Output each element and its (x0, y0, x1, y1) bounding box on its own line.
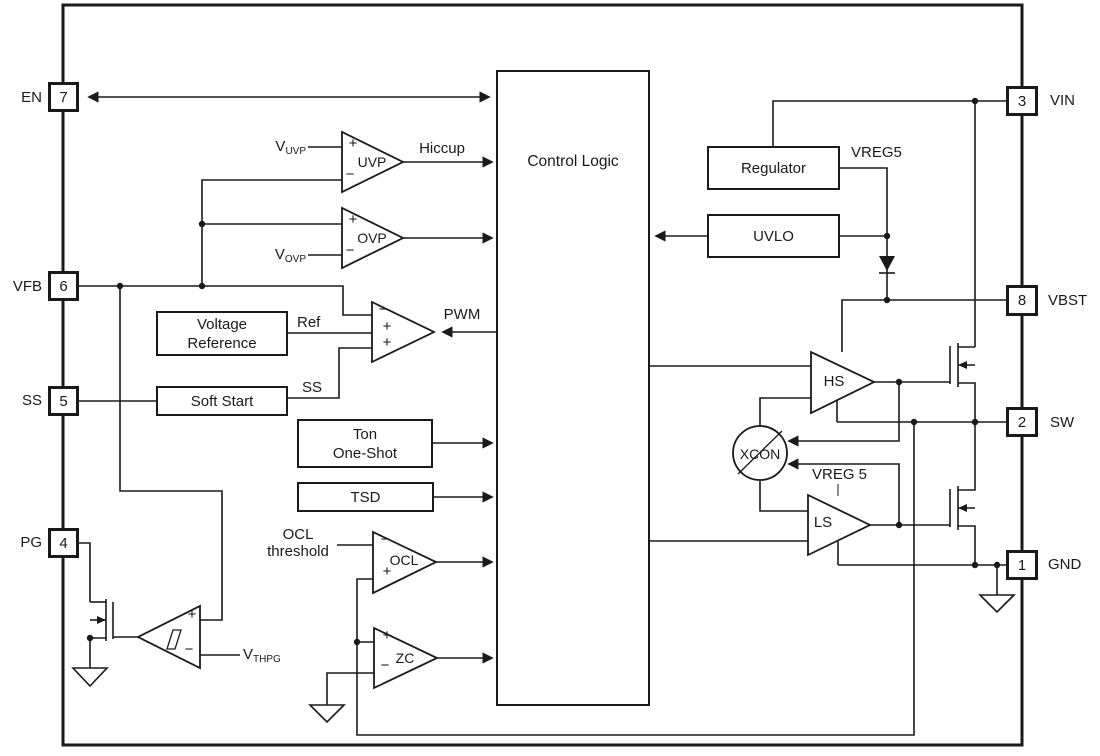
vfb-wires (79, 285, 372, 621)
ground-symbol-gnd (978, 594, 1016, 614)
ocl-threshold-line1: OCL (282, 526, 314, 543)
pin-number-vfb: 6 (59, 277, 68, 295)
hiccup-label: Hiccup (419, 140, 465, 157)
pin-number-sw: 2 (1017, 413, 1027, 431)
pin-box-vbst: 8 (1006, 285, 1038, 316)
uvp-minus-sign: − (345, 166, 355, 183)
ls-driver-shape (807, 493, 873, 557)
regulator-block: Regulator (707, 146, 840, 190)
vreg5-label: VREG5 (851, 144, 902, 161)
pin-label-en: EN (21, 89, 42, 106)
zc-label: ZC (395, 650, 415, 666)
pin-label-sw: SW (1050, 414, 1075, 431)
ocl-plus-sign: + (382, 563, 392, 580)
junction-dots (86, 97, 1001, 646)
voltage-reference-block: Voltage Reference (156, 311, 288, 356)
ocl-threshold-label: OCL threshold (253, 526, 343, 560)
soft-start-label: Soft Start (190, 392, 254, 410)
ss-signal-wire (288, 347, 372, 399)
vuvp-sub: UVP (285, 146, 306, 157)
pg-plus-sign: + (187, 606, 197, 623)
pin-number-ss: 5 (59, 392, 68, 410)
hs-driver-label: HS (823, 373, 845, 390)
voltage-reference-line2: Reference (187, 334, 257, 352)
pwm-comparator-shape (371, 300, 437, 364)
ocl-minus-sign: − (380, 531, 390, 548)
control-logic-label: Control Logic (527, 153, 619, 170)
xcon-label: XCON (739, 446, 781, 462)
xcon-slash (737, 430, 783, 475)
zc-plus-sign: + (382, 627, 392, 644)
pin-box-sw: 2 (1006, 407, 1038, 437)
voltage-reference-line1: Voltage (196, 315, 248, 333)
hs-mosfet (949, 343, 976, 422)
uvp-label: UVP (357, 154, 387, 170)
vthpg-label: VTHPG (243, 646, 281, 669)
ls-driver-label: LS (813, 514, 833, 531)
uvp-plus-sign: + (348, 135, 358, 152)
ovp-comparator-shape (341, 206, 406, 270)
pwm-plus-sign-2: + (382, 334, 392, 351)
pin-box-vin: 3 (1006, 86, 1038, 116)
pg-minus-sign: − (184, 641, 194, 658)
ocl-threshold-line2: threshold (267, 543, 329, 560)
pwm-label: PWM (443, 306, 481, 323)
ovp-minus-sign: − (345, 242, 355, 259)
ton-one-shot-line2: One-Shot (332, 444, 398, 462)
pin-label-vfb: VFB (12, 278, 42, 295)
pin-label-vin: VIN (1050, 92, 1076, 109)
tsd-label: TSD (350, 488, 381, 506)
pin-box-en: 7 (48, 82, 79, 112)
vreg5-ls-label: VREG 5 (812, 466, 868, 483)
ls-mosfet (949, 422, 976, 565)
uvp-ovp-wires (201, 146, 494, 286)
driver-wires (650, 365, 950, 565)
vovp-label: VOVP (246, 246, 306, 269)
ovp-plus-sign: + (348, 211, 358, 228)
control-logic-block: Control Logic (496, 70, 650, 706)
soft-start-block: Soft Start (156, 386, 288, 416)
ground-symbol-zc (308, 704, 346, 724)
pg-circuit (71, 542, 240, 688)
regulator-label: Regulator (740, 159, 807, 177)
pin-label-ss: SS (21, 392, 42, 409)
uvlo-block: UVLO (707, 214, 840, 258)
vuvp-label: VUVP (246, 138, 306, 161)
ton-one-shot-block: Ton One-Shot (297, 419, 433, 468)
pin-number-vin: 3 (1017, 92, 1027, 110)
pin-label-gnd: GND (1048, 556, 1082, 573)
pin-label-vbst: VBST (1048, 292, 1088, 309)
ton-one-shot-line1: Ton (352, 425, 378, 443)
pwm-minus-sign: − (378, 301, 388, 318)
ss-signal-label: SS (302, 379, 323, 396)
ref-label: Ref (297, 314, 321, 331)
zc-comparator-shape (373, 626, 440, 690)
pin-box-ss: 5 (48, 386, 79, 416)
ocl-label: OCL (389, 552, 419, 568)
vovp-sub: OVP (284, 254, 306, 265)
vuvp-base: V (275, 138, 286, 155)
vovp-base: V (274, 246, 285, 263)
ocl-comparator-shape (372, 530, 439, 595)
pin-number-gnd: 1 (1017, 556, 1027, 574)
pin-number-vbst: 8 (1017, 292, 1027, 309)
uvlo-label: UVLO (753, 227, 794, 245)
pin-box-vfb: 6 (48, 271, 79, 301)
vthpg-base: V (243, 646, 254, 663)
pwm-plus-sign-1: + (382, 318, 392, 335)
uvp-comparator-shape (341, 130, 406, 194)
pin-number-en: 7 (59, 88, 68, 106)
ovp-label: OVP (357, 230, 387, 246)
tsd-block: TSD (297, 482, 434, 512)
hs-driver-shape (810, 350, 877, 415)
pin-box-pg: 4 (48, 528, 79, 558)
supply-wires (654, 100, 1006, 352)
pin-box-gnd: 1 (1006, 550, 1038, 580)
vthpg-sub: THPG (253, 654, 281, 665)
chip-outline (61, 3, 1024, 747)
pin-number-pg: 4 (59, 534, 68, 552)
pin-label-pg: PG (20, 534, 42, 551)
zc-minus-sign: − (380, 657, 390, 674)
